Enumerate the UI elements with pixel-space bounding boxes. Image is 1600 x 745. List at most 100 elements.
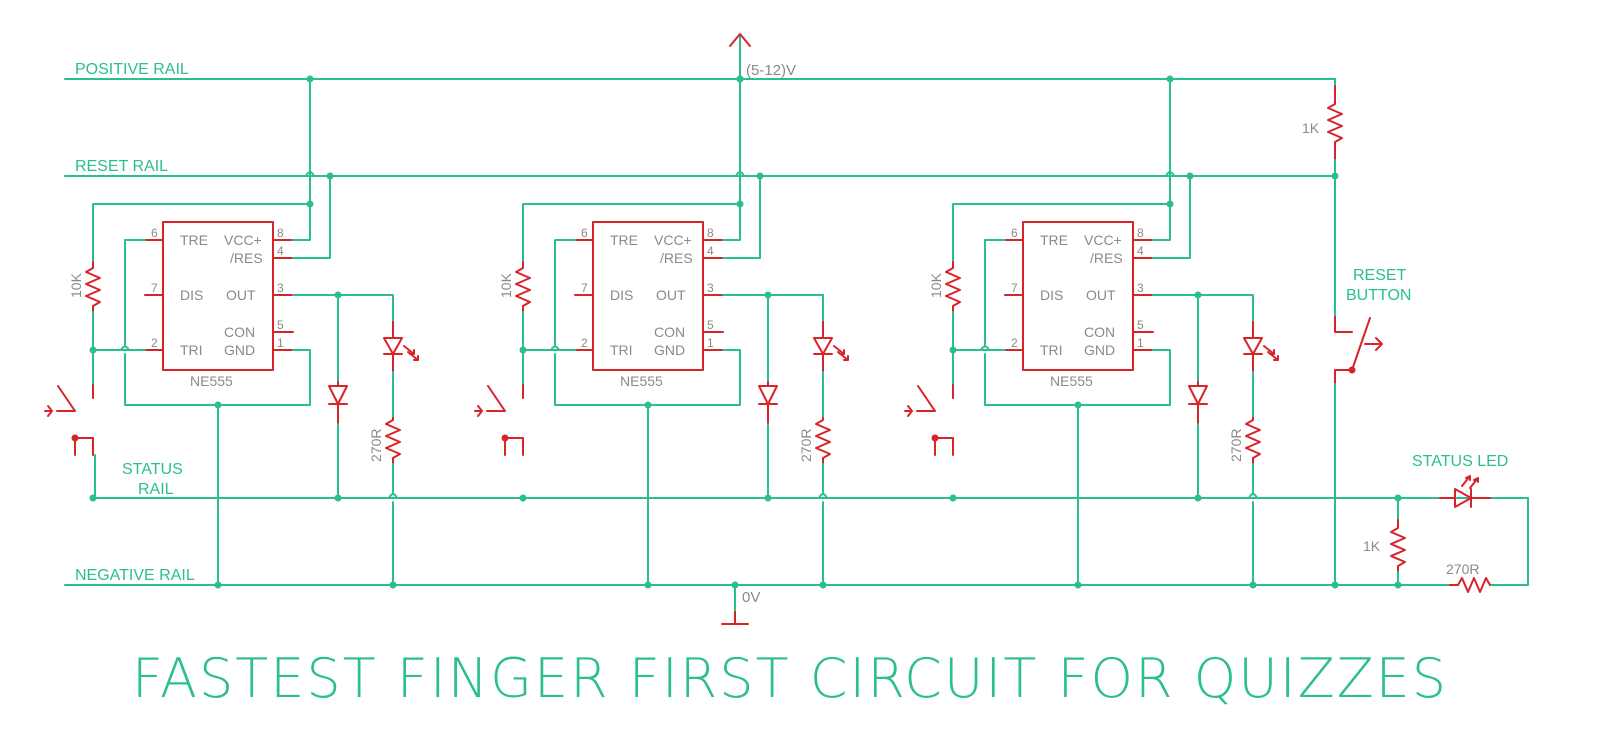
chip-name-label: NE555 xyxy=(1050,373,1093,389)
junction-dot xyxy=(644,581,652,589)
junction-dot xyxy=(519,494,527,502)
led-resistor xyxy=(385,417,401,465)
pullup-resistor-label: 10K xyxy=(928,272,944,298)
pullup-resistor xyxy=(515,261,531,313)
out-wire xyxy=(1152,294,1254,323)
status-led-label: STATUS LED xyxy=(1412,453,1508,470)
pin-tre-label: TRE xyxy=(180,232,208,248)
player-led xyxy=(813,321,833,373)
pin-con-label: CON xyxy=(1084,324,1115,340)
player-button-actuator xyxy=(44,405,53,417)
pullup-top-wire xyxy=(92,203,311,263)
player-button-actuator xyxy=(904,405,913,417)
out-wire xyxy=(292,294,394,323)
wire-hop xyxy=(388,493,398,499)
component xyxy=(702,239,724,351)
pin-number: 3 xyxy=(277,281,284,295)
pin-gnd-label: GND xyxy=(224,342,255,358)
pin-out-label: OUT xyxy=(656,287,686,303)
junction-dot xyxy=(214,581,222,589)
reset-resistor xyxy=(1327,85,1343,161)
junction-dot xyxy=(736,200,744,208)
status-resistor xyxy=(1390,519,1406,573)
junction-dot xyxy=(89,494,97,502)
negative-rail-label: NEGATIVE RAIL xyxy=(75,567,195,584)
chip-name-label: NE555 xyxy=(620,373,663,389)
pullup-top-wire xyxy=(952,203,1171,263)
pin-number: 5 xyxy=(707,318,714,332)
status-rail-label-line1: STATUS xyxy=(122,461,183,478)
pin-dis-label: DIS xyxy=(1040,287,1063,303)
pin-number: 1 xyxy=(707,336,714,350)
pin-number: 2 xyxy=(1011,336,1018,350)
pullup-resistor-label: 10K xyxy=(68,272,84,298)
pin-out-label: OUT xyxy=(1086,287,1116,303)
positive-rail-label: POSITIVE RAIL xyxy=(75,61,189,78)
status-rail xyxy=(94,454,1529,586)
ground-symbol xyxy=(721,581,749,625)
led-rays-icon xyxy=(1263,345,1279,361)
pin-number: 8 xyxy=(1137,226,1144,240)
isolation-diode xyxy=(1188,381,1208,425)
threshold-gnd-loop xyxy=(984,239,1171,406)
pin-res-label: /RES xyxy=(660,250,693,266)
player-button xyxy=(486,384,524,456)
wire-hop xyxy=(120,345,130,351)
junction-dot xyxy=(644,401,652,409)
reset-button-label-line2: BUTTON xyxy=(1346,287,1411,304)
pullup-top-wire xyxy=(522,203,741,263)
reset-section xyxy=(1327,78,1383,589)
junction-dot xyxy=(334,494,342,502)
status-led-rays-icon xyxy=(1461,475,1479,489)
pin-out-label: OUT xyxy=(226,287,256,303)
wire-hop xyxy=(550,345,560,351)
isolation-diode xyxy=(328,381,348,425)
wire-hop xyxy=(1165,171,1175,177)
player-button xyxy=(56,384,94,456)
pin-con-label: CON xyxy=(224,324,255,340)
reset-resistor-label: 1K xyxy=(1302,120,1320,136)
junction-dot xyxy=(819,581,827,589)
junction-dot xyxy=(306,200,314,208)
trigger-node-wire xyxy=(952,311,1006,351)
pin-tri-label: TRI xyxy=(1040,342,1063,358)
wire-hop xyxy=(735,171,745,177)
junction-dot xyxy=(756,172,764,180)
trigger-node-wire xyxy=(522,311,576,351)
pin-res-label: /RES xyxy=(230,250,263,266)
player-button-actuator xyxy=(474,405,483,417)
ground-label: 0V xyxy=(742,589,760,606)
pin-tri-label: TRI xyxy=(610,342,633,358)
wire-hop xyxy=(980,345,990,351)
pin-number: 8 xyxy=(277,226,284,240)
pin-gnd-label: GND xyxy=(654,342,685,358)
junction-dot xyxy=(1186,172,1194,180)
pin-number: 4 xyxy=(277,244,284,258)
status-led-section xyxy=(1390,475,1491,593)
status-led xyxy=(1439,488,1491,508)
junction-dot xyxy=(326,172,334,180)
junction-dot xyxy=(1166,200,1174,208)
vcc-wire xyxy=(722,78,741,241)
threshold-gnd-loop xyxy=(554,239,741,406)
reset-wire xyxy=(1152,175,1191,259)
component xyxy=(1132,239,1154,351)
led-resistor xyxy=(815,417,831,465)
pin-vcc-label: VCC+ xyxy=(224,232,262,248)
reset-button-switch xyxy=(1334,316,1371,385)
junction-dot xyxy=(1249,581,1257,589)
pin-number: 5 xyxy=(1137,318,1144,332)
pin-number: 4 xyxy=(1137,244,1144,258)
pin-number: 6 xyxy=(151,226,158,240)
pin-dis-label: DIS xyxy=(610,287,633,303)
reset-rail-label: RESET RAIL xyxy=(75,158,168,175)
led-resistor xyxy=(1245,417,1261,465)
pin-tre-label: TRE xyxy=(610,232,638,248)
junction-dot xyxy=(1166,75,1174,83)
wire-hop xyxy=(1248,493,1258,499)
pin-vcc-label: VCC+ xyxy=(654,232,692,248)
